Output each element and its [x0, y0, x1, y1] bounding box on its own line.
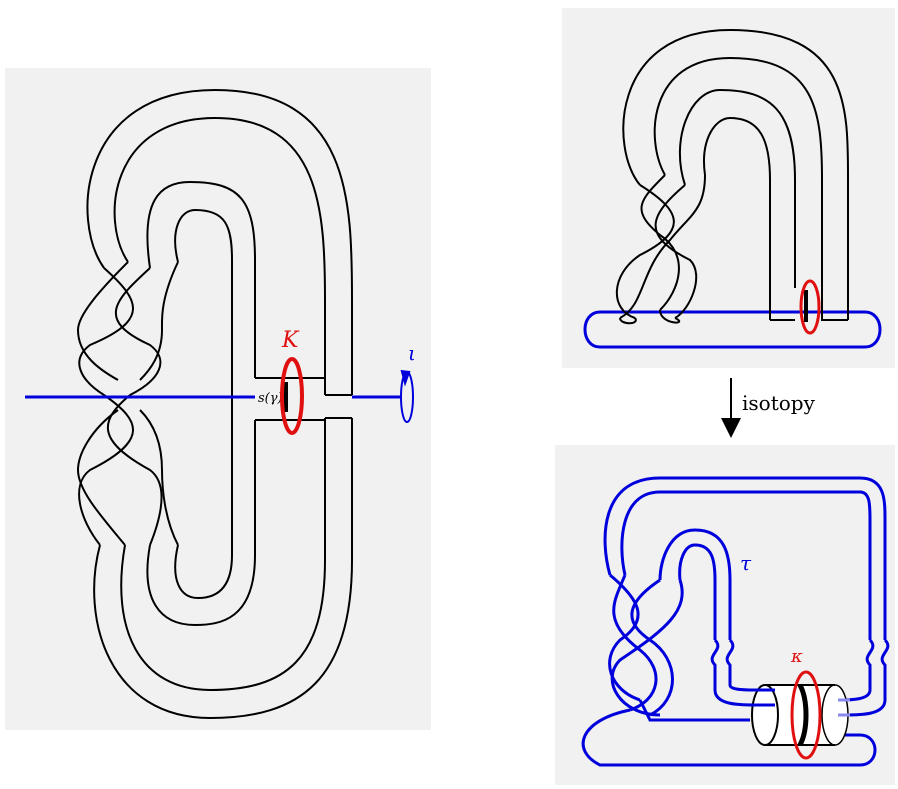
isotopy-label: isotopy — [742, 391, 816, 415]
left-band-inner-inner-edge — [174, 208, 233, 600]
arc-s-gamma-label: s(γ) — [258, 391, 283, 406]
left-band-outer-edge — [86, 88, 353, 720]
tau-kink-right-outer — [844, 638, 890, 717]
tau-twist-2 — [612, 574, 658, 712]
tau-outer-frame — [603, 476, 887, 640]
tau-inner-arch-inner — [678, 543, 717, 640]
left-panel: ι s(γ) K — [5, 68, 431, 730]
right-top-panel — [562, 8, 895, 368]
knot-kappa-circle — [790, 670, 822, 760]
left-band — [86, 88, 353, 720]
arch-inner-inner-edge — [703, 116, 771, 320]
arch-base-edges — [770, 300, 848, 321]
left-twist-strand-2 — [114, 267, 162, 396]
cylinder — [750, 683, 850, 747]
arch-twist-3 — [654, 184, 698, 319]
tangle-tau — [581, 476, 890, 767]
arch-twist-4 — [619, 174, 706, 319]
right-top-knot-circle — [799, 279, 821, 335]
left-twist-strand-6 — [139, 261, 179, 381]
arc-s-gamma-band — [282, 382, 288, 412]
tau-bottom-loop — [581, 708, 877, 767]
involution-label: ι — [408, 341, 416, 365]
knot-kappa-label: κ — [790, 646, 803, 667]
tau-inner-arch — [658, 528, 732, 640]
tau-kink-left-inner — [710, 638, 756, 707]
knot-K-circle — [280, 357, 304, 435]
right-top-panel-background — [562, 8, 895, 368]
cylinder-arc-band — [797, 683, 809, 747]
left-panel-background — [5, 68, 431, 730]
knot-K-label: K — [281, 328, 300, 353]
left-bridge-edges — [255, 377, 325, 421]
isotopy-arrow: isotopy — [721, 378, 816, 438]
left-twist-strand-8 — [139, 409, 179, 546]
tangle-tau-label: τ — [740, 551, 752, 575]
arch-inner-outer-edge — [678, 88, 796, 288]
right-top-arch — [615, 28, 850, 325]
right-top-arc-band — [804, 290, 808, 322]
involution-arrowhead-icon — [400, 369, 411, 387]
left-band-outer-inner-edge — [113, 116, 326, 692]
left-twist-strand-3 — [78, 394, 134, 546]
arch-twist-2 — [640, 174, 680, 311]
tau-twist-4 — [610, 579, 684, 717]
arch-twist-ends — [619, 309, 680, 325]
cylinder-left-cap — [751, 684, 779, 746]
arch-outer-inner-edge — [653, 56, 823, 300]
tau-outer-frame-inner — [620, 490, 872, 640]
left-twist-strand-5 — [76, 261, 129, 381]
left-bridge-right-edges — [325, 394, 352, 419]
tau-twist-1 — [608, 573, 641, 702]
right-top-blue-loop — [583, 310, 882, 349]
left-band-inner-outer-edge — [146, 180, 256, 627]
left-twist-region — [76, 261, 179, 546]
tau-kink-right-inner — [839, 638, 875, 702]
tau-kink-left-outer — [725, 638, 756, 692]
left-twist-strand-7 — [76, 409, 126, 546]
cylinder-body — [765, 685, 835, 745]
right-bottom-panel: κ τ — [555, 445, 895, 785]
arch-outer-edge — [622, 28, 850, 320]
tau-lower-left-connect — [638, 699, 750, 722]
